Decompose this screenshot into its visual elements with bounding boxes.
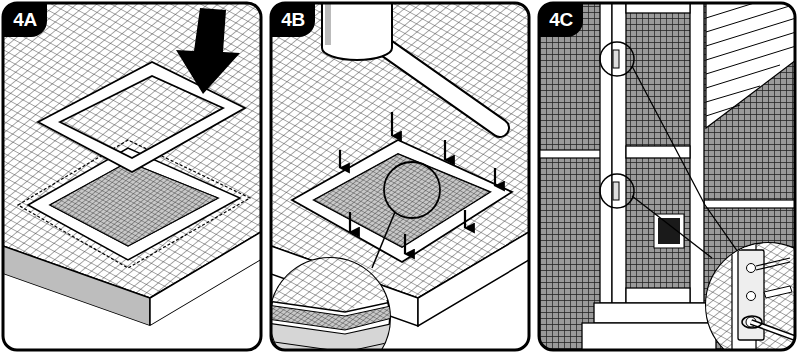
illustration-part [706, 3, 795, 128]
illustration-part [322, 3, 392, 60]
illustration-part [375, 40, 500, 128]
panel-4a-art [3, 3, 261, 350]
illustration-part [391, 112, 393, 136]
illustration-part [706, 4, 795, 32]
illustration-part [444, 140, 446, 160]
step-tab: 4C [539, 3, 583, 37]
illustration-part [582, 323, 716, 350]
illustration-part [271, 250, 400, 312]
leader-line [632, 66, 745, 262]
illustration-part [690, 3, 704, 303]
illustration-part [764, 286, 792, 298]
porch-steps [582, 303, 716, 350]
illustration-part [751, 322, 795, 340]
frame-posts [539, 150, 795, 208]
detail-layers [271, 250, 400, 350]
table-base [3, 260, 261, 350]
illustration-part [706, 3, 795, 18]
frame-pressed [292, 140, 512, 262]
illustration-part [626, 146, 690, 158]
detail-ring [600, 174, 634, 208]
leader-line [632, 196, 712, 258]
illustration-part [539, 150, 601, 158]
panel-4b-art [271, 3, 529, 350]
screen-door [600, 3, 704, 303]
table-edge [418, 232, 529, 326]
screen-panel [50, 162, 218, 246]
illustration-part [494, 168, 496, 186]
detail-ring [384, 162, 440, 218]
illustration-part [271, 322, 400, 350]
illustration-part [325, 3, 331, 45]
step-label: 4B [281, 9, 304, 31]
panel-4c-art [539, 3, 795, 350]
illustration-part [756, 258, 790, 270]
hinge [613, 50, 619, 68]
hinge-detail [700, 240, 795, 350]
mesh-surface [3, 3, 261, 298]
leader-line [372, 212, 395, 268]
illustration-part [747, 292, 756, 301]
illustration-part [706, 46, 795, 74]
illustration-part [626, 288, 690, 303]
illustration-part [706, 18, 795, 46]
panel-border [271, 3, 529, 350]
illustration-part [706, 86, 760, 102]
detail-ring [600, 42, 634, 76]
illustration-part [706, 32, 795, 60]
panel-border [3, 3, 261, 350]
illustration-part [700, 240, 795, 350]
press-arrow [176, 8, 240, 94]
illustration-part [706, 3, 795, 116]
pet-door [654, 214, 684, 248]
tap-arrows [340, 112, 495, 254]
illustration-part [706, 65, 780, 88]
step-label: 4A [13, 9, 36, 31]
illustration-part [375, 40, 500, 128]
step-label: 4C [549, 9, 572, 31]
illustration-part [594, 303, 708, 323]
step-tab: 4A [3, 3, 47, 37]
illustration-part [742, 316, 762, 328]
illustration-part [704, 200, 795, 208]
step-tab: 4B [271, 3, 315, 37]
illustration-part [600, 3, 612, 303]
hinge [613, 182, 619, 200]
house-siding [706, 3, 795, 128]
illustration-part [339, 150, 341, 168]
porch-screen [539, 3, 795, 350]
mesh-surface [271, 3, 529, 298]
rubber-mallet [322, 3, 500, 128]
illustration-part [404, 234, 406, 254]
illustration-part [706, 105, 740, 116]
illustration-part [751, 322, 795, 340]
illustration-part [464, 210, 466, 228]
illustration-part [747, 264, 756, 273]
illustration-part [349, 212, 351, 232]
illustration-part [612, 3, 626, 303]
panel-border [539, 3, 795, 350]
